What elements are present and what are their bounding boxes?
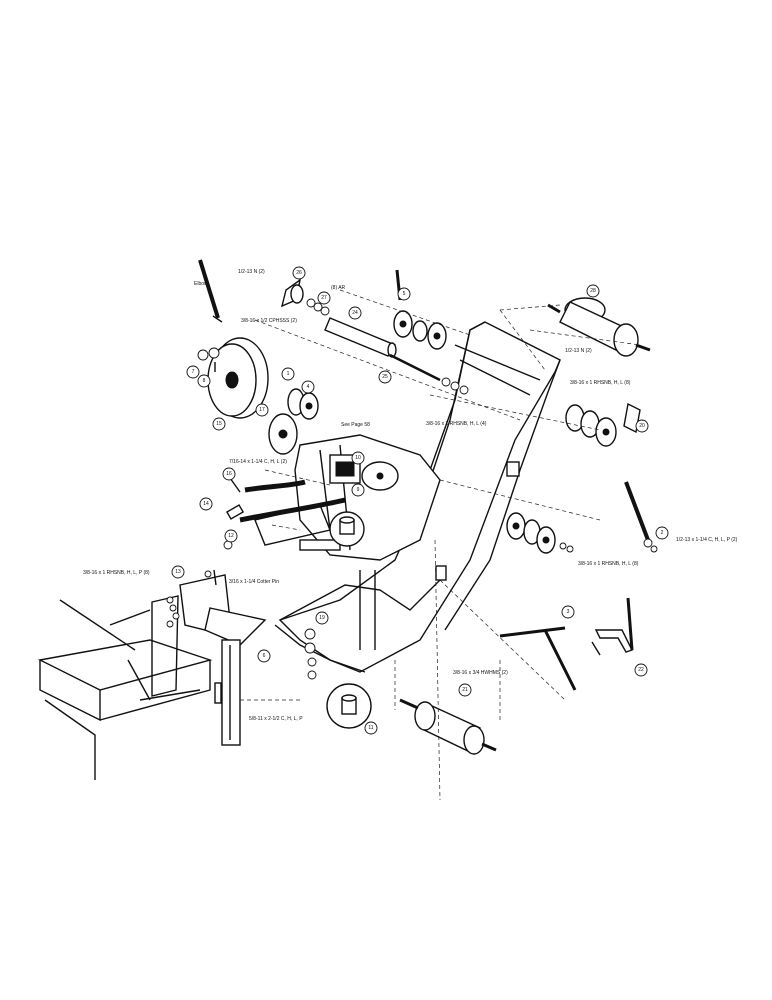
right-roller <box>547 297 651 447</box>
label-capscrew-right: 1/2-13 x 1-1/4 C, H, L, P (2) <box>676 537 738 543</box>
svg-text:28: 28 <box>590 288 596 294</box>
right-lever <box>624 481 658 553</box>
svg-text:27: 27 <box>321 295 327 301</box>
left-small-parts <box>197 347 220 372</box>
svg-text:8: 8 <box>203 378 206 384</box>
callout-3: 3 <box>561 605 575 619</box>
svg-text:14: 14 <box>203 501 209 507</box>
upper-bearings <box>280 269 447 350</box>
callout-10: 10 <box>351 451 365 465</box>
label-nut-2: 1/2-13 N (2) <box>565 348 592 354</box>
callout-11: 11 <box>364 721 378 735</box>
label-bolt-left: 3/8-16 x 1 RHSNB, H, L, P (8) <box>83 570 150 576</box>
label-capscrew: 7/16-14 x 1-1/4 C, H, L (2) <box>229 459 287 465</box>
callout-19: 19 <box>315 611 329 625</box>
lower-arm <box>499 597 634 691</box>
svg-text:1: 1 <box>287 371 290 377</box>
svg-text:12: 12 <box>228 533 234 539</box>
svg-text:20: 20 <box>639 423 645 429</box>
detail-circle-bushing <box>326 683 372 729</box>
label-capscrew-long: 5/8-11 x 2-1/2 C, H, L, P <box>249 716 303 722</box>
label-bolt-upper: 3/8-16 x 1 RHSNB, H, L (8) <box>570 380 631 386</box>
callouts: 7 8 15 17 16 14 12 26 27 24 25 1 5 4 10 … <box>171 266 669 735</box>
callout-26: 26 <box>292 266 306 280</box>
callout-16: 16 <box>222 467 236 481</box>
svg-text:13: 13 <box>175 569 181 575</box>
upper-shaft <box>324 317 469 395</box>
svg-text:21: 21 <box>462 687 468 693</box>
tractor-frame <box>37 599 213 780</box>
callout-4: 4 <box>301 380 315 394</box>
callout-14: 14 <box>199 497 213 511</box>
callout-24: 24 <box>348 306 362 320</box>
svg-text:3: 3 <box>567 609 570 615</box>
label-elbow: Elbow <box>194 281 208 287</box>
frame-bracket <box>506 461 520 477</box>
svg-text:26: 26 <box>296 270 302 276</box>
drive-pulley <box>198 259 319 455</box>
callout-12: 12 <box>224 529 238 543</box>
svg-text:5: 5 <box>403 291 406 297</box>
callout-1: 1 <box>281 367 295 381</box>
svg-text:16: 16 <box>226 471 232 477</box>
svg-text:22: 22 <box>638 667 644 673</box>
svg-text:11: 11 <box>368 725 373 731</box>
hydraulic-hoses <box>225 477 346 523</box>
callout-22: 22 <box>634 663 648 677</box>
lower-roller <box>399 698 497 755</box>
callout-9: 9 <box>351 483 365 497</box>
label-hex-screw: 3/8-16 x 3/4 HWHMS (2) <box>453 670 508 676</box>
label-bolt-mid: 3/8-16 x 1 RHSNB, H, L (4) <box>426 421 487 427</box>
callout-2: 2 <box>655 526 669 540</box>
lower-fittings <box>204 540 317 704</box>
callout-17: 17 <box>255 403 269 417</box>
callout-15: 15 <box>212 417 226 431</box>
callout-28: 28 <box>586 284 600 298</box>
callout-7: 7 <box>186 365 200 379</box>
svg-text:4: 4 <box>307 384 310 390</box>
svg-text:6: 6 <box>263 653 266 659</box>
svg-text:2: 2 <box>661 530 664 536</box>
svg-text:19: 19 <box>319 615 325 621</box>
leader-lines <box>240 289 641 801</box>
callout-20: 20 <box>635 419 649 433</box>
lower-bearings <box>506 512 574 554</box>
callout-25: 25 <box>378 370 392 384</box>
frame-bracket-lower <box>435 565 447 581</box>
label-nut-1: 1/2-13 N (2) <box>238 269 265 275</box>
callout-6: 6 <box>257 649 271 663</box>
svg-text:9: 9 <box>357 487 360 493</box>
label-setscrew: 3/8-16 x 1/2 CPHSSS (2) <box>241 318 297 324</box>
svg-text:10: 10 <box>355 455 361 461</box>
svg-text:17: 17 <box>259 407 265 413</box>
detail-circle-seal <box>329 511 365 547</box>
label-bolt-right: 3/8-16 x 1 RHSNB, H, L (8) <box>578 561 639 567</box>
svg-text:15: 15 <box>216 421 222 427</box>
svg-text:25: 25 <box>382 374 388 380</box>
callout-13: 13 <box>171 565 185 579</box>
svg-text:7: 7 <box>192 369 195 375</box>
callout-8: 8 <box>197 374 211 388</box>
callout-5: 5 <box>397 287 411 301</box>
callout-21: 21 <box>458 683 472 697</box>
callout-27: 27 <box>317 291 331 305</box>
svg-text:24: 24 <box>352 310 358 316</box>
label-see-page: See Page 58 <box>341 422 370 428</box>
label-ar: (8) AR <box>331 285 346 291</box>
label-cotter-pin: 3/16 x 1-1/4 Cotter Pin <box>229 579 279 585</box>
